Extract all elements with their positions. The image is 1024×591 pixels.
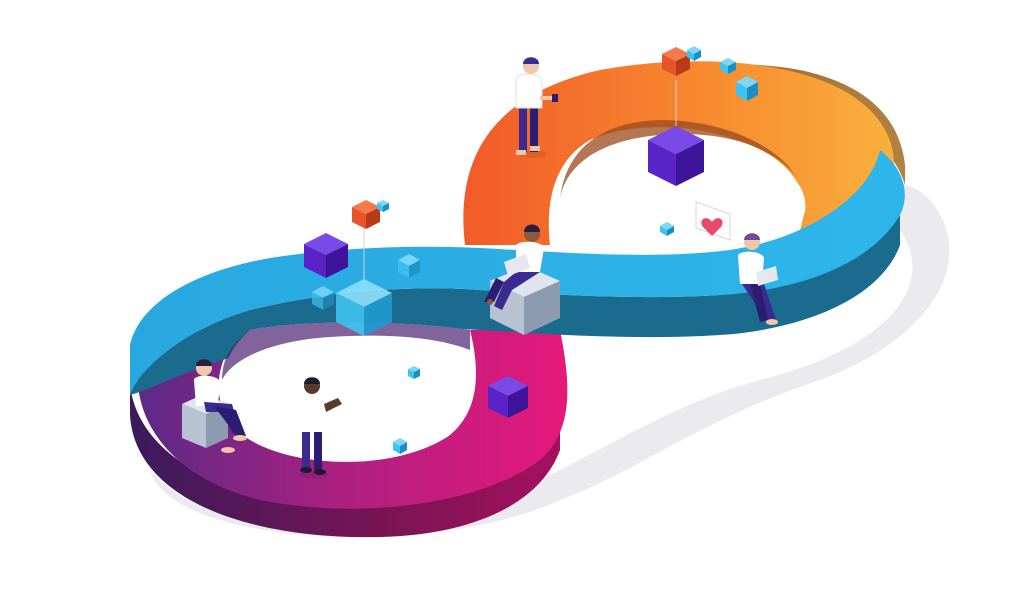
cube-blue-small-top-1 [687,46,701,61]
cube-purple-top [648,80,704,186]
cube-blue-small-left-3 [312,286,334,310]
heart-bubble [695,201,731,241]
cube-blue-small-top-3 [736,76,758,101]
loop-top-inner-hole [553,136,806,250]
cube-orange-left [352,200,380,229]
cube-blue-large-left [336,228,392,336]
loop-top-inner-wall [560,120,795,200]
person-sitting-left [194,359,247,453]
loop-bottom-inner-wall [222,322,470,380]
loop-bottom-side [130,385,560,538]
person-standing-top [515,57,558,158]
cube-blue-small-bottom-1 [408,366,420,379]
person-sitting-right [738,233,778,325]
cube-orange-top [662,47,690,76]
cube-purple-left [304,233,348,278]
loop-bottom-inner-hole [222,322,474,451]
cube-blue-small-bottom-2 [393,438,407,454]
cube-blue-small-left-2 [398,254,420,278]
loop-bottom-surface [137,330,568,509]
person-sitting-center [484,224,544,310]
cube-blue-small-top-2 [720,58,736,74]
person-standing-bottom [300,377,342,478]
heart-icon [701,218,723,236]
cube-blue-small-mid [660,222,674,236]
cube-purple-bottom [488,376,528,418]
cube-blue-small-left-1 [377,200,389,212]
loop-top-surface [463,61,894,246]
